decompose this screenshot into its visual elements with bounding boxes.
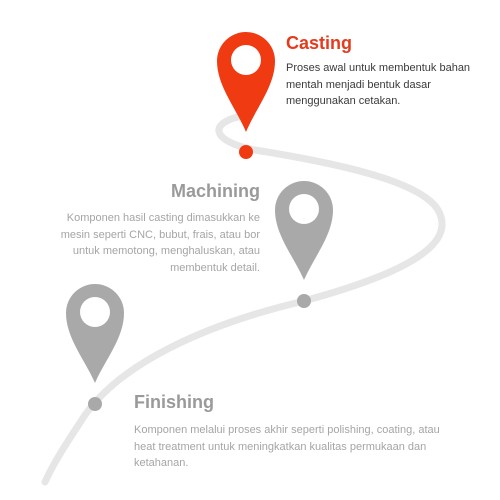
machining-step-description: Komponen hasil casting dimasukkan ke mes… — [60, 212, 260, 274]
finishing-step-title: Finishing — [134, 392, 214, 412]
casting-step-description: Proses awal untuk membentuk bahan mentah… — [286, 62, 471, 107]
machining-pin-icon — [275, 181, 333, 280]
machining-marker-dot — [297, 294, 311, 308]
machining-step-title: Machining — [171, 181, 260, 201]
casting-pin-icon — [217, 32, 275, 132]
finishing-step-description: Komponen melalui proses akhir seperti po… — [134, 424, 440, 469]
casting-marker-dot — [239, 145, 253, 159]
casting-step-title: Casting — [286, 33, 353, 53]
finishing-marker-dot — [88, 397, 102, 411]
finishing-pin-icon — [66, 284, 124, 383]
road-path — [41, 111, 446, 486]
